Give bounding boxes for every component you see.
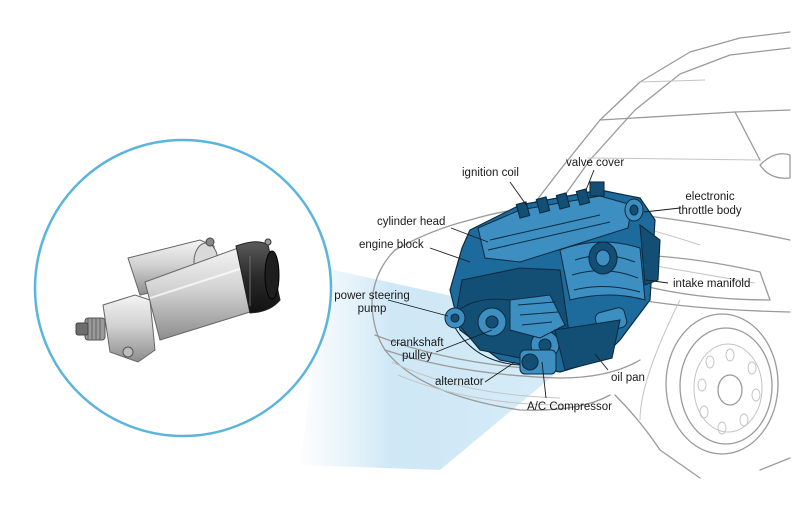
label-cylinder-head: cylinder head — [377, 216, 445, 228]
starter-motor-icon — [75, 237, 281, 363]
engine-icon — [444, 181, 661, 375]
label-ac-compressor: A/C Compressor — [527, 401, 612, 413]
label-oil-pan: oil pan — [611, 372, 645, 384]
leader-lines — [387, 169, 681, 399]
wheel — [665, 313, 779, 455]
car-outline-icon — [371, 31, 791, 479]
label-power-steering-pump-line2: pump — [358, 303, 387, 315]
label-intake-manifold: intake manifold — [673, 278, 750, 290]
label-valve-cover: valve cover — [566, 157, 624, 169]
label-alternator: alternator — [435, 376, 484, 388]
label-electronic-throttle-body-line2: throttle body — [678, 205, 742, 217]
label-crankshaft-pulley-line1: crankshaft — [390, 337, 444, 349]
label-electronic-throttle-body-line1: electronic — [685, 191, 734, 203]
highlight-beam — [300, 268, 560, 470]
label-engine-block: engine block — [359, 239, 424, 251]
label-ignition-coil: ignition coil — [462, 167, 519, 179]
label-power-steering-pump-line1: power steering — [334, 290, 409, 302]
part-labels: ignition coil valve cover electronic thr… — [334, 157, 750, 413]
label-crankshaft-pulley-line2: pulley — [402, 350, 432, 362]
